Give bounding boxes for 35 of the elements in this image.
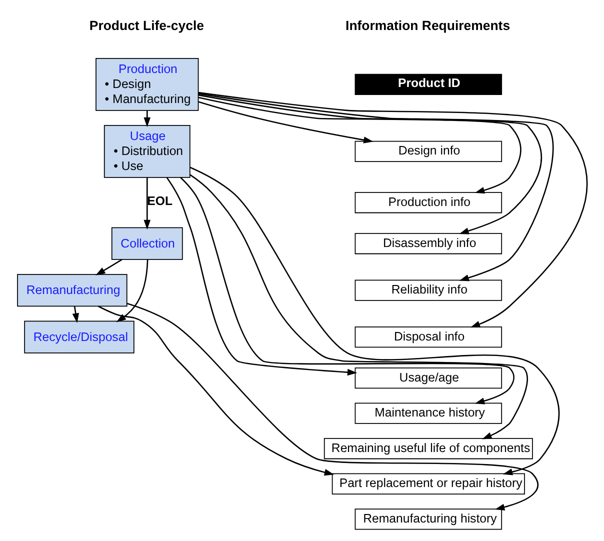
arrow: [198, 101, 373, 144]
arrow: [166, 177, 357, 376]
arrow: [97, 306, 334, 476]
node-box: Production info: [354, 192, 502, 214]
arrow: [198, 92, 588, 328]
node-box: Production • Design • Manufacturing: [95, 58, 198, 111]
node-box: Usage/age: [354, 368, 502, 389]
arrow: [198, 93, 554, 282]
arrow: [126, 302, 538, 510]
arrow: [198, 94, 542, 234]
edge-label: EOL: [146, 194, 172, 208]
arrow: [72, 306, 79, 323]
node-box: Disassembly info: [354, 233, 502, 254]
node-box: Design info: [354, 140, 502, 162]
node-box: Reliability info: [354, 280, 502, 301]
node-box: Disposal info: [354, 326, 502, 348]
arrow: [143, 110, 150, 128]
node-box: Maintenance history: [354, 402, 502, 424]
arrow: [95, 259, 122, 276]
node-box: Remaining useful life of components: [323, 438, 532, 460]
label: Information Requirements: [345, 18, 510, 33]
node-box: Remanufacturing history: [354, 508, 502, 530]
node-box: Product ID: [354, 74, 502, 96]
node-box: Remanufacturing: [16, 274, 127, 307]
node-box: Collection: [110, 227, 182, 260]
arrow: [189, 166, 560, 476]
node-box: Usage • Distribution • Use: [103, 125, 190, 178]
arrow: [116, 260, 148, 322]
arrow: [198, 96, 521, 194]
arrow: [180, 177, 514, 404]
node-box: Recycle/Disposal: [24, 320, 134, 354]
node-box: Part replacement or repair history: [331, 473, 524, 494]
arrow: [189, 174, 528, 440]
label: Product Life-cycle: [88, 18, 204, 33]
arrow: [143, 178, 150, 230]
